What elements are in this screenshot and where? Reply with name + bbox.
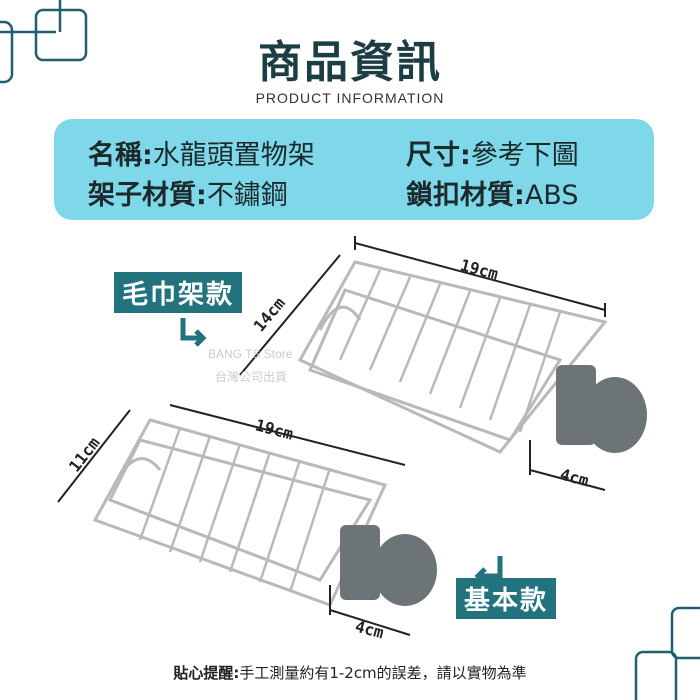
- towel-rack-image: [297, 260, 608, 454]
- measurement-note: 貼心提醒:手工測量約有1-2cm的誤差，請以實物為準: [173, 664, 527, 682]
- page-title: 商品資訊: [258, 37, 442, 88]
- arrow-down-right-icon: [180, 318, 207, 347]
- towel-rack-clamp: [556, 365, 647, 453]
- info-size: 尺寸:參考下圖: [406, 140, 579, 171]
- watermark-shipping: 台灣公司出貨: [215, 370, 288, 384]
- info-frame-material: 架子材質:不鏽鋼: [88, 180, 288, 211]
- page-subtitle: PRODUCT INFORMATION: [255, 90, 445, 106]
- watermark-store: BANG TS Store: [208, 347, 293, 361]
- info-lock-material: 鎖扣材質:ABS: [406, 180, 579, 211]
- towel-variant-label: 毛巾架款: [114, 272, 243, 313]
- basic-variant-label: 基本款: [456, 578, 557, 619]
- info-name: 名稱:水龍頭置物架: [88, 140, 315, 171]
- info-panel: 名稱:水龍頭置物架 尺寸:參考下圖 架子材質:不鏽鋼 鎖扣材質:ABS: [54, 119, 654, 220]
- basic-rack-clamp: [340, 525, 437, 606]
